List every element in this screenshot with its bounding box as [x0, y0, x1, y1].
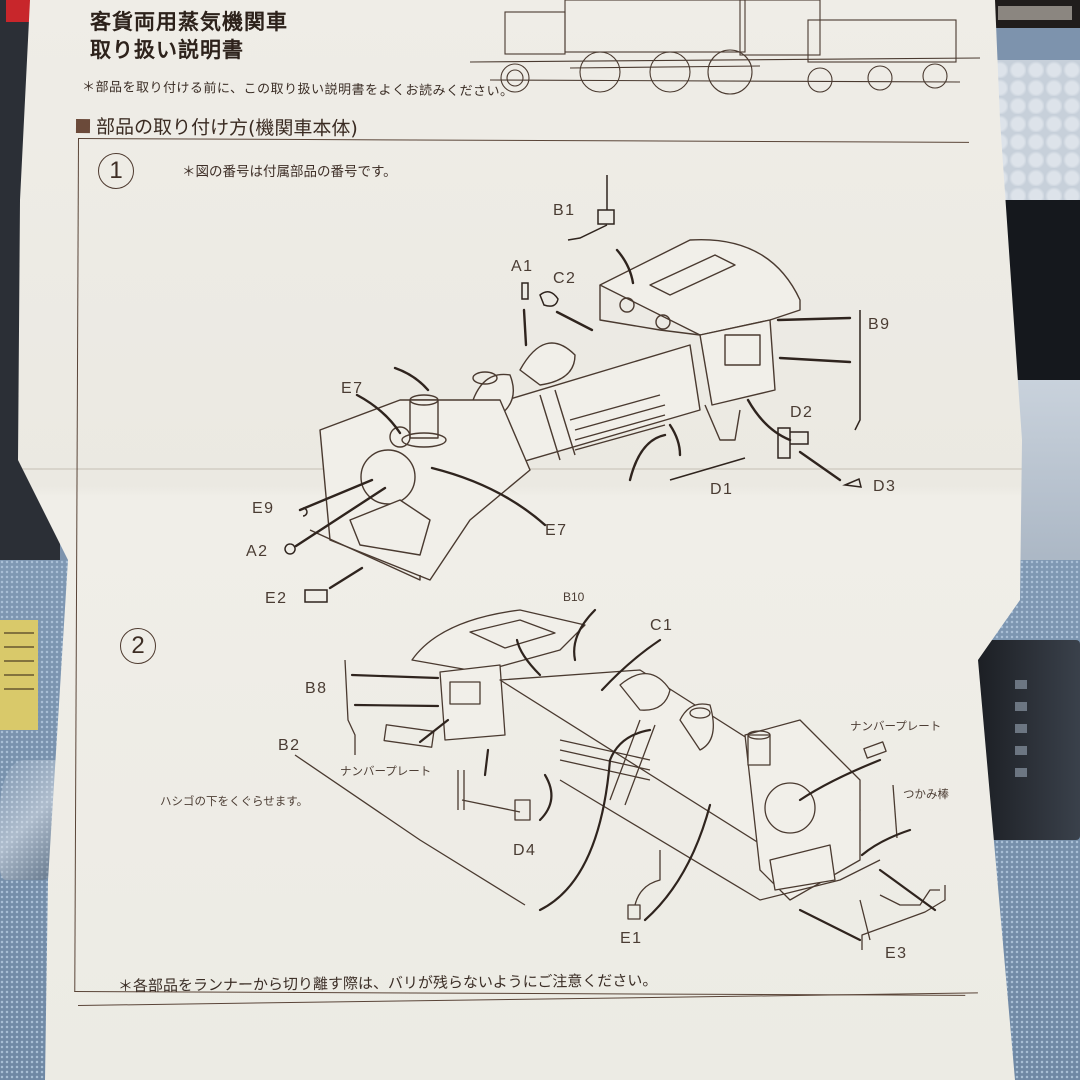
grab-bar-label: つかみ棒 — [903, 787, 949, 801]
part-label-d3: D3 — [873, 478, 897, 495]
part-label-e1: E1 — [620, 930, 643, 947]
part-label-e7-bottom: E7 — [545, 522, 568, 539]
document-title: 客貨両用蒸気機関車 取り扱い説明書 — [90, 8, 288, 64]
yellow-caution-card — [0, 620, 38, 730]
part-label-e2: E2 — [265, 590, 288, 607]
foam-packing — [990, 60, 1080, 200]
step-2-number: 2 — [120, 628, 156, 664]
part-label-c1: C1 — [650, 617, 674, 634]
part-label-a1: A1 — [511, 258, 534, 275]
model-box-label-strip — [990, 0, 1080, 28]
part-label-a2: A2 — [246, 543, 269, 560]
red-box-corner — [6, 0, 34, 22]
title-line-2: 取り扱い説明書 — [90, 38, 244, 62]
part-label-d4: D4 — [513, 842, 537, 859]
part-label-b2: B2 — [278, 737, 301, 754]
part-label-d1: D1 — [710, 481, 734, 498]
part-label-b1: B1 — [553, 202, 576, 219]
part-label-d2: D2 — [790, 404, 814, 421]
parts-runner-case — [975, 640, 1080, 840]
step-1-note: ＊図の番号は付属部品の番号です。 — [182, 164, 397, 180]
part-label-e9: E9 — [252, 500, 275, 517]
part-label-e3: E3 — [885, 945, 908, 962]
foam-packing-lower — [1010, 380, 1080, 570]
part-label-e7-top: E7 — [341, 380, 364, 397]
part-label-b9: B9 — [868, 316, 891, 333]
number-plate-label-rear: ナンバープレート — [340, 764, 432, 778]
part-label-b8: B8 — [305, 680, 328, 697]
title-line-1: 客貨両用蒸気機関車 — [90, 10, 288, 34]
part-label-c2: C2 — [553, 270, 577, 287]
step-1-number: 1 — [98, 153, 134, 189]
number-plate-label-front: ナンバープレート — [850, 719, 942, 733]
part-label-b10: B10 — [563, 590, 585, 604]
ladder-note: ハシゴの下をくぐらせます。 — [160, 794, 309, 808]
